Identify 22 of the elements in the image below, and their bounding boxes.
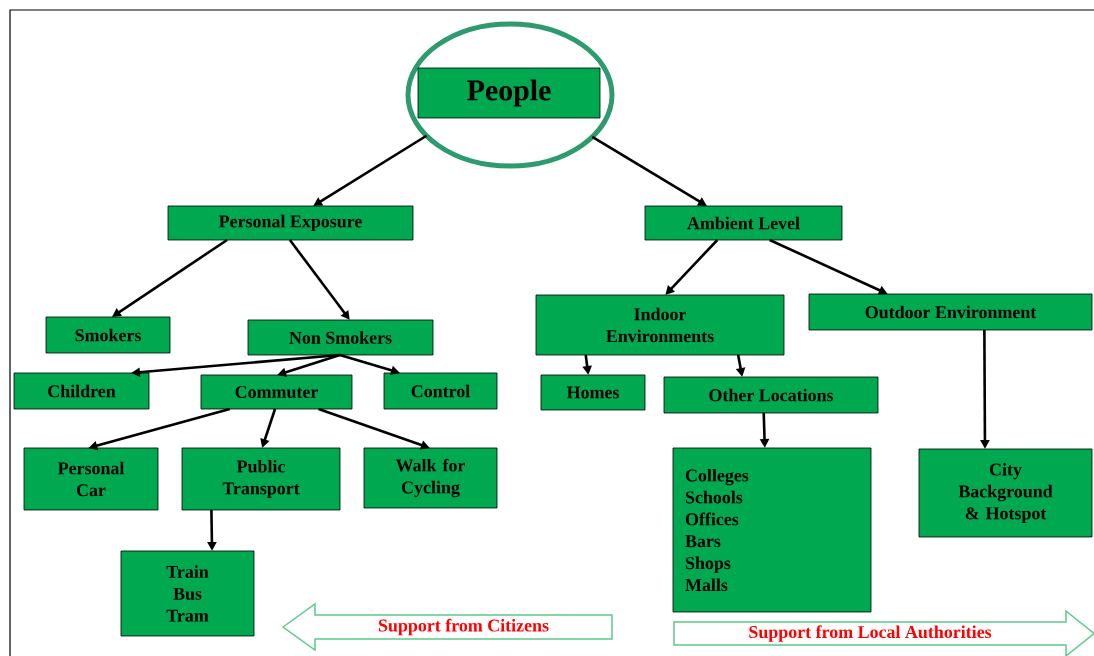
node-box: Personal Exposure xyxy=(167,205,414,241)
node-box: Commuter xyxy=(200,374,353,410)
node-box: Children xyxy=(13,372,150,410)
node-box: Train Bus Tram xyxy=(120,550,255,637)
arrow xyxy=(112,238,228,317)
node-box: Control xyxy=(383,372,498,410)
node-box: Public Transport xyxy=(181,447,341,511)
node-box: Walk for Cycling xyxy=(363,447,498,509)
node-box: Indoor Environments xyxy=(535,294,785,356)
node-box: Ambient Level xyxy=(644,205,843,241)
arrow xyxy=(665,239,719,295)
node-box: City Background & Hotspot xyxy=(918,448,1093,538)
node-box: Personal Car xyxy=(23,447,159,511)
node-box: Other Locations xyxy=(663,376,879,414)
highlight-ellipse xyxy=(405,21,615,169)
node-box: Colleges Schools Offices Bars Shops Malls xyxy=(672,447,872,613)
node-box: Smokers xyxy=(45,316,171,354)
node-box: Non Smokers xyxy=(247,319,434,356)
node-box: Outdoor Environment xyxy=(808,293,1093,331)
node-box: People xyxy=(417,67,601,119)
arrow xyxy=(288,239,350,320)
node-box: Homes xyxy=(540,374,646,411)
